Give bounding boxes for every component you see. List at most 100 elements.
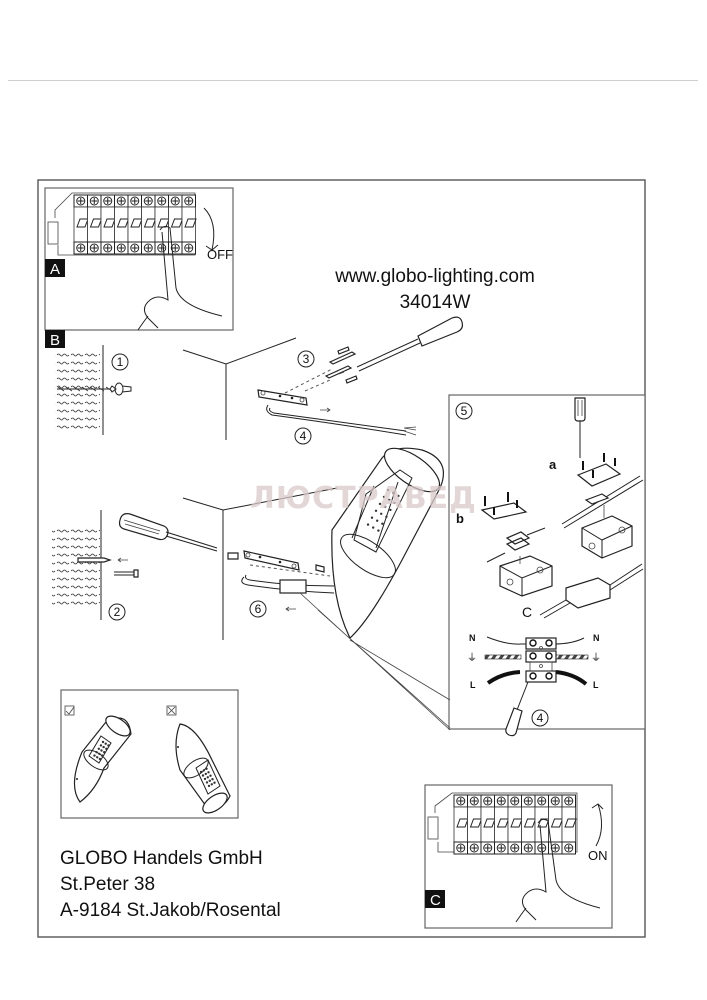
led-dot xyxy=(100,754,104,757)
terminal-screw-icon xyxy=(545,672,553,680)
led-dot xyxy=(104,742,107,745)
screwdriver-icon xyxy=(574,397,586,458)
watermark: ЛЮСТРАВЕД xyxy=(250,481,477,516)
led-dot xyxy=(382,495,386,499)
step-4b-badge xyxy=(531,709,549,727)
wall-hatching xyxy=(52,525,100,605)
terminal-screw-icon xyxy=(529,652,537,660)
company-street: St.Peter 38 xyxy=(60,874,155,895)
wire-neutral xyxy=(486,636,585,645)
led-dot xyxy=(199,770,203,774)
led-dot xyxy=(101,740,105,744)
step-4-badge xyxy=(294,427,312,445)
model-number: 34014W xyxy=(400,292,471,313)
mounting-bracket xyxy=(257,389,308,406)
breaker-levers xyxy=(73,206,197,244)
wire-earth-left xyxy=(484,654,522,660)
hand-icon xyxy=(137,225,223,331)
led-dot xyxy=(366,523,370,526)
step-4b-number: 4 xyxy=(537,711,544,725)
earth-icon-right: ⏚ xyxy=(591,652,601,664)
checkbox-wrong-icon xyxy=(166,705,177,716)
breaker-levers xyxy=(453,806,577,844)
wiring-diagram: N N ⏚ ⏚ L L xyxy=(467,633,601,690)
luminaire-correct-orientation xyxy=(73,715,132,803)
mounting-bracket xyxy=(243,550,300,571)
step-6-mount-luminaire: 6 xyxy=(227,447,451,731)
led-dot xyxy=(201,774,205,777)
label-a: A xyxy=(50,261,60,278)
wire-label-n-left: N xyxy=(469,633,476,643)
step-3-badge xyxy=(297,350,315,368)
sub-label-c: C xyxy=(522,604,532,620)
led-dot xyxy=(97,747,101,750)
sub-label-b: b xyxy=(456,511,464,526)
panel-a-breaker-off: OFF A xyxy=(44,187,234,331)
breaker-terminals-bottom xyxy=(453,841,576,855)
wall-hatching xyxy=(55,353,100,433)
label-b-badge xyxy=(45,330,65,348)
room-corner-top xyxy=(182,337,297,440)
step-6-badge xyxy=(249,600,267,618)
led-dot xyxy=(386,488,390,492)
led-dot xyxy=(93,754,96,757)
connector-box xyxy=(279,579,307,594)
led-dot xyxy=(210,783,213,786)
led-dot xyxy=(388,498,391,502)
led-dot xyxy=(204,772,207,776)
led-dot xyxy=(202,769,205,772)
orientation-panel xyxy=(60,689,239,819)
step-3-fix-bracket: 3 xyxy=(257,316,464,413)
arrow-right-icon xyxy=(320,407,331,413)
led-dot xyxy=(211,778,214,781)
led-dot xyxy=(100,749,103,752)
website-url: www.globo-lighting.com xyxy=(334,266,535,287)
led-dot xyxy=(374,509,378,512)
led-dot xyxy=(397,494,400,498)
terminal-block-n xyxy=(525,637,557,650)
room-corner-middle xyxy=(182,487,338,640)
step-1-drill-wall: 1 xyxy=(55,345,132,435)
panel-step-5-junction-box: 5 a b C N N ⏚ xyxy=(448,394,646,737)
step-4-feed-cable: 4 xyxy=(266,404,417,445)
panel-c-breaker-on: ON C xyxy=(424,784,613,929)
led-dot xyxy=(205,767,208,770)
junction-box-lid xyxy=(576,463,622,487)
screwdriver-icon xyxy=(505,681,529,737)
led-dot xyxy=(98,752,101,756)
led-dot xyxy=(370,516,374,519)
wire-label-l-right: L xyxy=(593,680,599,690)
wire-live xyxy=(486,670,588,686)
step-1-badge xyxy=(111,353,129,371)
led-dot xyxy=(102,745,105,749)
breaker-terminals-top xyxy=(73,194,196,208)
led-dot xyxy=(98,757,102,761)
terminal-screw-icon xyxy=(529,639,537,647)
led-dot xyxy=(209,774,212,777)
led-dot xyxy=(393,501,396,505)
arrow-left-icon xyxy=(285,606,296,612)
led-dot xyxy=(376,519,379,522)
led-dot xyxy=(206,776,209,779)
led-dot xyxy=(103,751,106,754)
wall-plug xyxy=(77,557,112,563)
led-dot xyxy=(372,526,375,529)
arrow-left-icon xyxy=(117,557,128,563)
led-dot xyxy=(378,502,382,506)
terminal-screw-icon xyxy=(529,672,537,680)
arrow-down-icon xyxy=(203,207,219,251)
screw xyxy=(133,569,139,578)
led-dot xyxy=(107,744,110,747)
terminal-screw-icon xyxy=(545,652,553,660)
led-dot xyxy=(96,756,99,759)
top-divider xyxy=(8,80,698,81)
screwdriver-icon xyxy=(118,513,218,552)
earth-icon-left: ⏚ xyxy=(467,652,477,664)
label-c-badge xyxy=(425,890,445,908)
step-3-number: 3 xyxy=(303,352,310,366)
terminal-screw-icon xyxy=(545,639,553,647)
step-5-number: 5 xyxy=(461,404,468,418)
label-c: C xyxy=(430,892,441,909)
step-1-number: 1 xyxy=(117,355,124,369)
